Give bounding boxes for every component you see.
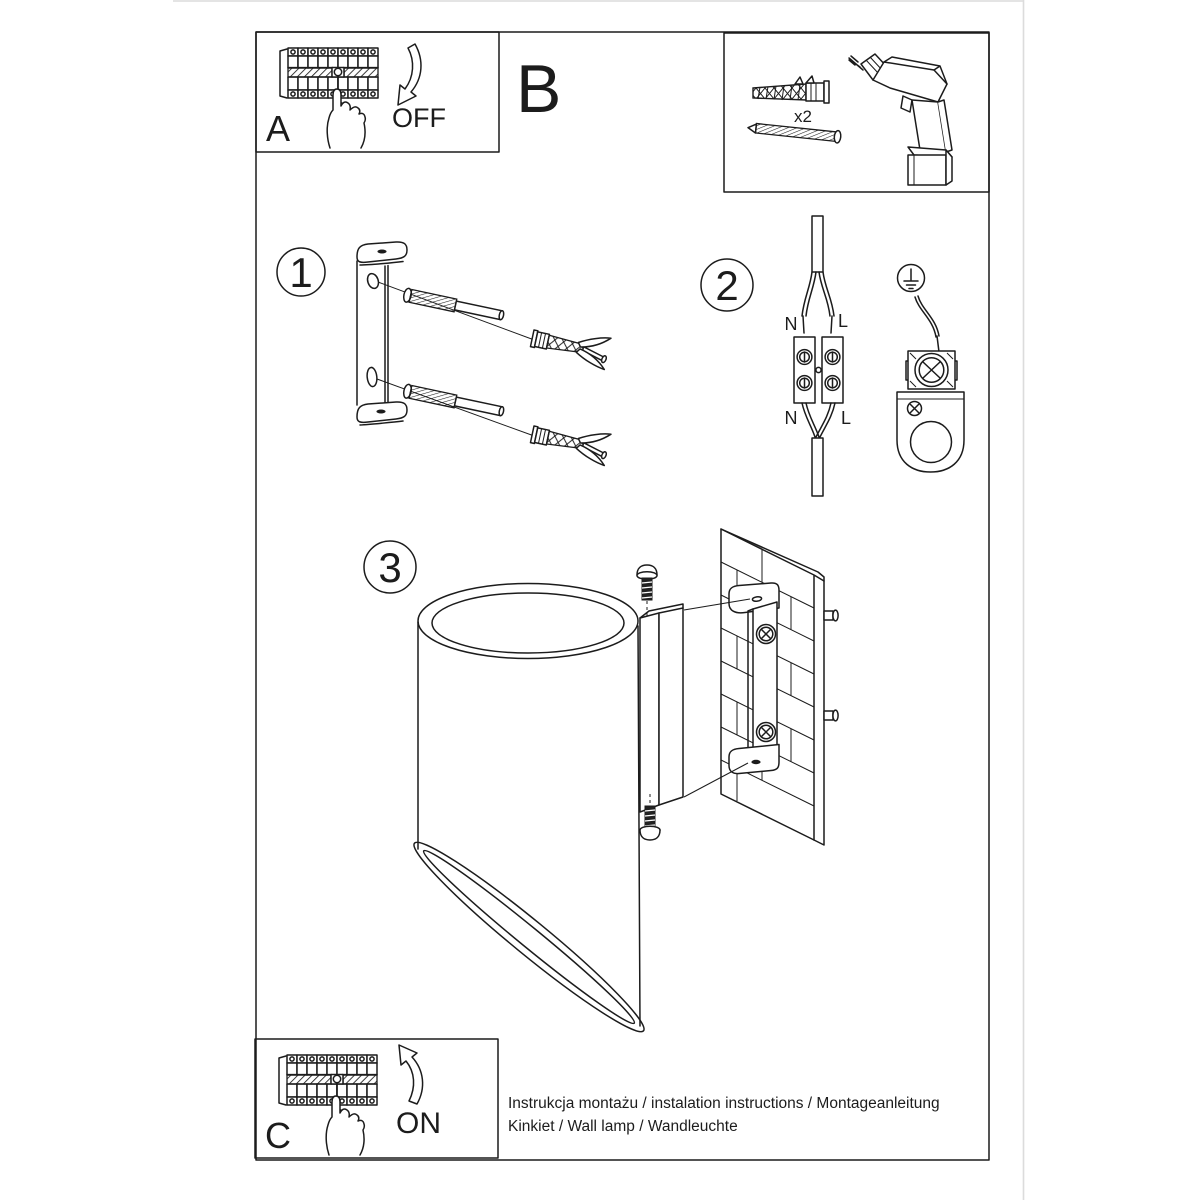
panel-b-label: B [516, 51, 561, 127]
on-label: ON [396, 1107, 441, 1140]
l-top-label: L [838, 311, 848, 331]
mounting-screw-icon [747, 122, 842, 144]
step-3-badge: 3 [378, 544, 401, 591]
step-2-badge: 2 [715, 262, 738, 309]
earth-ground-symbol-icon [896, 263, 926, 293]
step-1: 1 [276, 241, 612, 467]
page-edge [173, 0, 1025, 1200]
mains-cable [801, 215, 835, 334]
step-1-badge: 1 [289, 249, 312, 296]
n-top-label: N [785, 314, 798, 334]
footer-line-2: Kinkiet / Wall lamp / Wandleuchte [508, 1118, 738, 1135]
l-bottom-label: L [841, 408, 851, 428]
panel-a-power-off: OFF A [255, 31, 500, 153]
wall-plug-anchor-icon [529, 425, 612, 467]
n-bottom-label: N [785, 408, 798, 428]
fixing-screw-icon [639, 794, 661, 841]
mounting-screw-icon [402, 287, 505, 321]
sheet-frame [255, 31, 990, 1161]
ground-clamp-icon [896, 350, 965, 473]
ground-wire [914, 295, 940, 353]
footer-text: Instrukcja montażu / instalation instruc… [508, 1095, 940, 1135]
leader-line [376, 378, 538, 438]
wall-plug-anchor-icon [752, 75, 830, 104]
panel-a-label: A [266, 108, 290, 149]
anchors-qty-label: x2 [794, 107, 812, 126]
tools-box: x2 [723, 32, 990, 193]
step-2: 2 N L N L [700, 215, 965, 497]
leader-line [683, 762, 749, 798]
cordless-drill-icon [848, 53, 953, 186]
mounting-bracket-icon [356, 241, 408, 426]
fixing-screw-icon [636, 564, 658, 616]
curved-arrow-down-icon [397, 43, 422, 106]
wall-plug-anchor-icon [529, 329, 612, 371]
wall-lamp-cylinder-icon [413, 582, 645, 1033]
panel-c-power-on: ON C [254, 1038, 499, 1159]
mounting-screw-icon [402, 383, 505, 417]
curved-arrow-up-icon [398, 1044, 424, 1105]
mounting-bracket-icon [728, 582, 780, 775]
footer-line-1: Instrukcja montażu / instalation instruc… [508, 1095, 940, 1112]
step-3: 3 [363, 528, 839, 1033]
leader-line [683, 598, 751, 611]
mounting-screw-icon [823, 609, 839, 722]
lamp-mounting-box [639, 603, 684, 813]
lamp-cable [801, 402, 836, 497]
off-label: OFF [392, 103, 446, 133]
panel-c-label: C [265, 1115, 291, 1156]
terminal-block-icon [793, 336, 844, 404]
leader-line [377, 281, 538, 342]
